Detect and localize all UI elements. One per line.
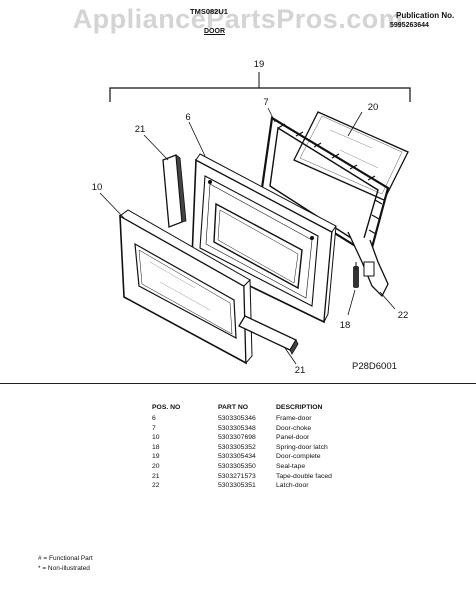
description: Door-complete	[276, 453, 321, 461]
part-21-tape-bottom	[238, 315, 299, 355]
pos-no: 20	[152, 462, 160, 470]
pos-no: 18	[152, 443, 160, 451]
part-no[interactable]: 5303305350	[218, 462, 256, 470]
parts-table: POS. NO PART NO DESCRIPTION 6 5303305346 F…	[152, 404, 376, 491]
part-no[interactable]: 5303305351	[218, 482, 256, 490]
part-20-seal-tape	[293, 111, 409, 201]
description: Frame-door	[276, 415, 312, 422]
description: Tape-double faced	[276, 472, 332, 480]
pos-no: 6	[152, 415, 156, 422]
callout-19: 19	[254, 59, 265, 70]
pos-no: 21	[152, 472, 160, 480]
header-part-no: PART NO	[218, 404, 249, 411]
table-row: 22 5303305351 Latch-door	[152, 481, 376, 491]
part-no[interactable]: 5303307698	[218, 434, 256, 442]
table-row: 20 5303305350 Seal-tape	[152, 462, 376, 472]
callout-20: 20	[368, 102, 379, 113]
part-7-door-choke	[260, 116, 390, 298]
callout-6: 6	[185, 112, 190, 123]
callout-21-bottom: 21	[295, 365, 306, 376]
table-row: 7 5303305348 Door-choke	[152, 424, 376, 434]
assembly-bracket	[109, 87, 411, 102]
description: Door-choke	[276, 424, 312, 432]
pos-no: 22	[152, 482, 160, 490]
part-no[interactable]: 5303305434	[218, 453, 256, 461]
legend-non-illustrated: * = Non-illustrated	[38, 565, 90, 572]
part-6-frame-door	[191, 153, 337, 324]
part-10-panel-door	[119, 209, 253, 365]
section-title: DOOR	[204, 28, 225, 35]
pos-no: 10	[152, 434, 160, 442]
table-row: 6 5303305346 Frame-door	[152, 414, 376, 424]
table-row: 18 5303305352 Spring-door latch	[152, 443, 376, 453]
divider	[0, 383, 476, 385]
exploded-door-diagram: 19 7 20 21 6 10 18 22 21	[92, 59, 411, 376]
table-row: 21 5303271573 Tape-double faced	[152, 472, 376, 482]
callout-21-top: 21	[135, 124, 146, 135]
publication-number: 5995263644	[390, 22, 429, 29]
description: Latch-door	[276, 482, 309, 490]
header-description: DESCRIPTION	[276, 404, 323, 411]
callout-18: 18	[340, 320, 351, 331]
model-number: TMS082U1	[190, 7, 228, 16]
watermark: AppliancePartsPros.com	[72, 4, 404, 34]
parts-table-header: POS. NO PART NO DESCRIPTION	[152, 404, 376, 414]
legend-functional: # = Functional Part	[38, 555, 93, 562]
figure-number: P28D6001	[352, 361, 397, 372]
header-pos-no: POS. NO	[152, 404, 181, 411]
description: Panel-door	[276, 434, 310, 442]
callout-22: 22	[398, 310, 409, 321]
part-no[interactable]: 5303305348	[218, 424, 256, 432]
table-row: 10 5303307698 Panel-door	[152, 433, 376, 443]
part-no[interactable]: 5303271573	[218, 472, 256, 480]
part-no[interactable]: 5303305352	[218, 443, 256, 451]
pos-no: 7	[152, 424, 156, 432]
callout-10: 10	[92, 182, 103, 193]
part-21-tape-top	[162, 154, 187, 228]
publication-label: Publication No.	[396, 11, 455, 20]
description: Seal-tape	[276, 462, 306, 470]
pos-no: 19	[152, 453, 160, 461]
callout-7: 7	[263, 97, 268, 108]
description: Spring-door latch	[276, 443, 328, 451]
table-row: 19 5303305434 Door-complete	[152, 452, 376, 462]
part-no[interactable]: 5303305346	[218, 415, 256, 422]
part-18-spring-latch	[353, 262, 359, 288]
